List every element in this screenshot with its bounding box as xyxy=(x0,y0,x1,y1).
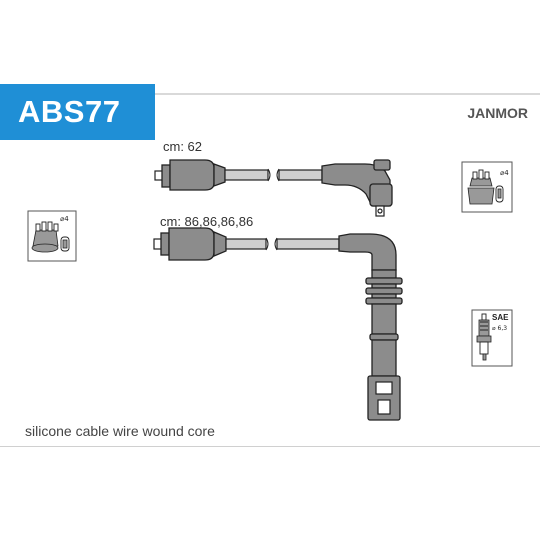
cable-1-plug-boot xyxy=(321,159,393,217)
spark-plug-standard: SAE xyxy=(492,313,509,322)
cable-1-wire-a xyxy=(224,169,269,181)
cable-2-wire-b xyxy=(276,238,340,250)
cable-length-label-2: cm: 86,86,86,86 xyxy=(160,214,254,229)
cable-1-distributor-boot xyxy=(154,159,226,191)
product-code-badge: ABS77 xyxy=(0,84,155,140)
distributor-cap-icon xyxy=(461,161,513,213)
spark-plug-size: ⌀ 6,3 xyxy=(492,325,507,332)
product-code: ABS77 xyxy=(18,94,121,129)
cable-1-wire-b xyxy=(278,169,323,181)
header-divider xyxy=(0,93,540,95)
brand-name: JANMOR xyxy=(467,105,528,121)
cable-2-plug-boot xyxy=(338,233,403,421)
right-distributor-count: ⌀4 xyxy=(500,169,509,177)
cable-2-distributor-boot xyxy=(153,227,227,261)
cable-1 xyxy=(154,159,393,217)
cable-2-wire-a xyxy=(225,238,267,250)
spark-plug-icon xyxy=(471,309,513,367)
distributor-cap-icon xyxy=(27,210,77,262)
left-distributor-count: ⌀4 xyxy=(60,215,69,223)
product-description: silicone cable wire wound core xyxy=(25,423,215,439)
footer-divider xyxy=(0,446,540,447)
cable-2 xyxy=(153,227,403,421)
cable-length-label-1: cm: 62 xyxy=(163,139,203,154)
